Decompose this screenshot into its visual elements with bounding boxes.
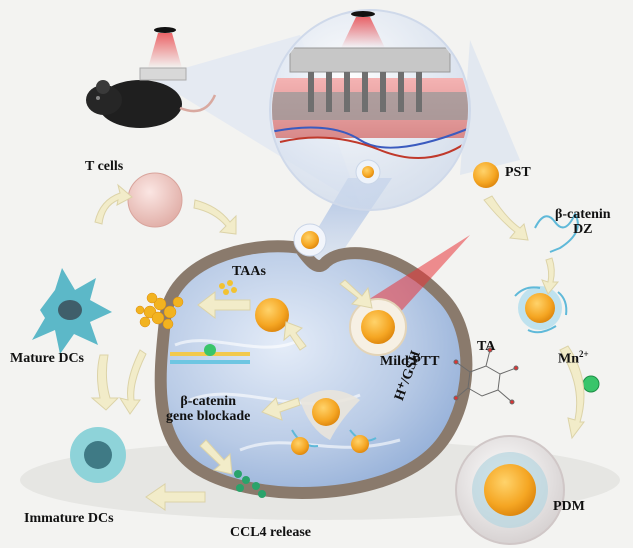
label-mn-charge: 2+ — [579, 349, 589, 359]
dz-strand — [534, 211, 579, 253]
arrow-taa — [197, 290, 251, 320]
label-ccl4-release: CCL4 release — [230, 525, 311, 540]
taa-particle — [255, 298, 289, 332]
skin-zoom-bubble — [269, 9, 471, 211]
flow-arrows — [90, 183, 585, 511]
arrow-to-pdm — [559, 345, 585, 440]
arrow-pst-down — [483, 195, 529, 241]
membrane-segment — [170, 344, 250, 364]
label-t-cells: T cells — [85, 159, 124, 174]
pst-particle — [473, 162, 499, 188]
arrow-to-tcell — [94, 183, 133, 225]
taa-dots — [219, 280, 237, 295]
pdm-particle — [455, 435, 565, 545]
label-mn: Mn2+ — [558, 349, 589, 367]
mouse-illustration — [86, 67, 217, 128]
ccl4-particles — [234, 470, 266, 498]
label-taas: TAAs — [232, 264, 266, 279]
arrow-into-cell — [339, 279, 373, 309]
arrow-to-immature — [145, 483, 206, 511]
label-dz: DZ — [573, 221, 593, 237]
label-immature-dcs: Immature DCs — [24, 511, 114, 526]
label-ta: TA — [477, 339, 496, 354]
antigen-cluster — [135, 292, 184, 330]
label-pst: PST — [505, 165, 531, 180]
arrow-ccl4 — [199, 439, 233, 475]
arrow-antigen-down — [118, 349, 147, 415]
label-beta-catenin: β-catenin — [555, 207, 611, 222]
label-gene-blockade: β-catenin gene blockade — [166, 394, 251, 424]
label-beta-catenin-dz: β-catenin DZ — [555, 207, 611, 237]
laser-mouse — [148, 27, 182, 68]
label-pdm: PDM — [553, 499, 585, 514]
label-gene-blockade-line2: gene blockade — [166, 408, 251, 424]
label-gene-blockade-line1: β-catenin — [180, 394, 236, 409]
label-mild-ptt: Mild PTT — [380, 354, 440, 369]
laser-beam-cell — [360, 235, 470, 318]
degrading-nanoparticle — [291, 390, 377, 455]
label-mn-symbol: Mn — [558, 351, 579, 367]
arrow-gene — [261, 397, 301, 421]
ta-molecule — [453, 347, 519, 405]
label-mature-dcs: Mature DCs — [10, 351, 85, 366]
arrow-to-mature — [90, 354, 120, 411]
t-cell — [127, 172, 183, 228]
mature-dc — [32, 268, 112, 354]
coated-nanoparticle — [514, 286, 568, 334]
zoom-cone-right — [460, 40, 520, 175]
arrow-ptt-to-taa — [283, 321, 307, 351]
arrow-from-tcell — [193, 199, 237, 235]
mn-ion — [582, 375, 600, 393]
immature-dc — [70, 427, 126, 483]
arrow-dz-down — [541, 257, 560, 295]
